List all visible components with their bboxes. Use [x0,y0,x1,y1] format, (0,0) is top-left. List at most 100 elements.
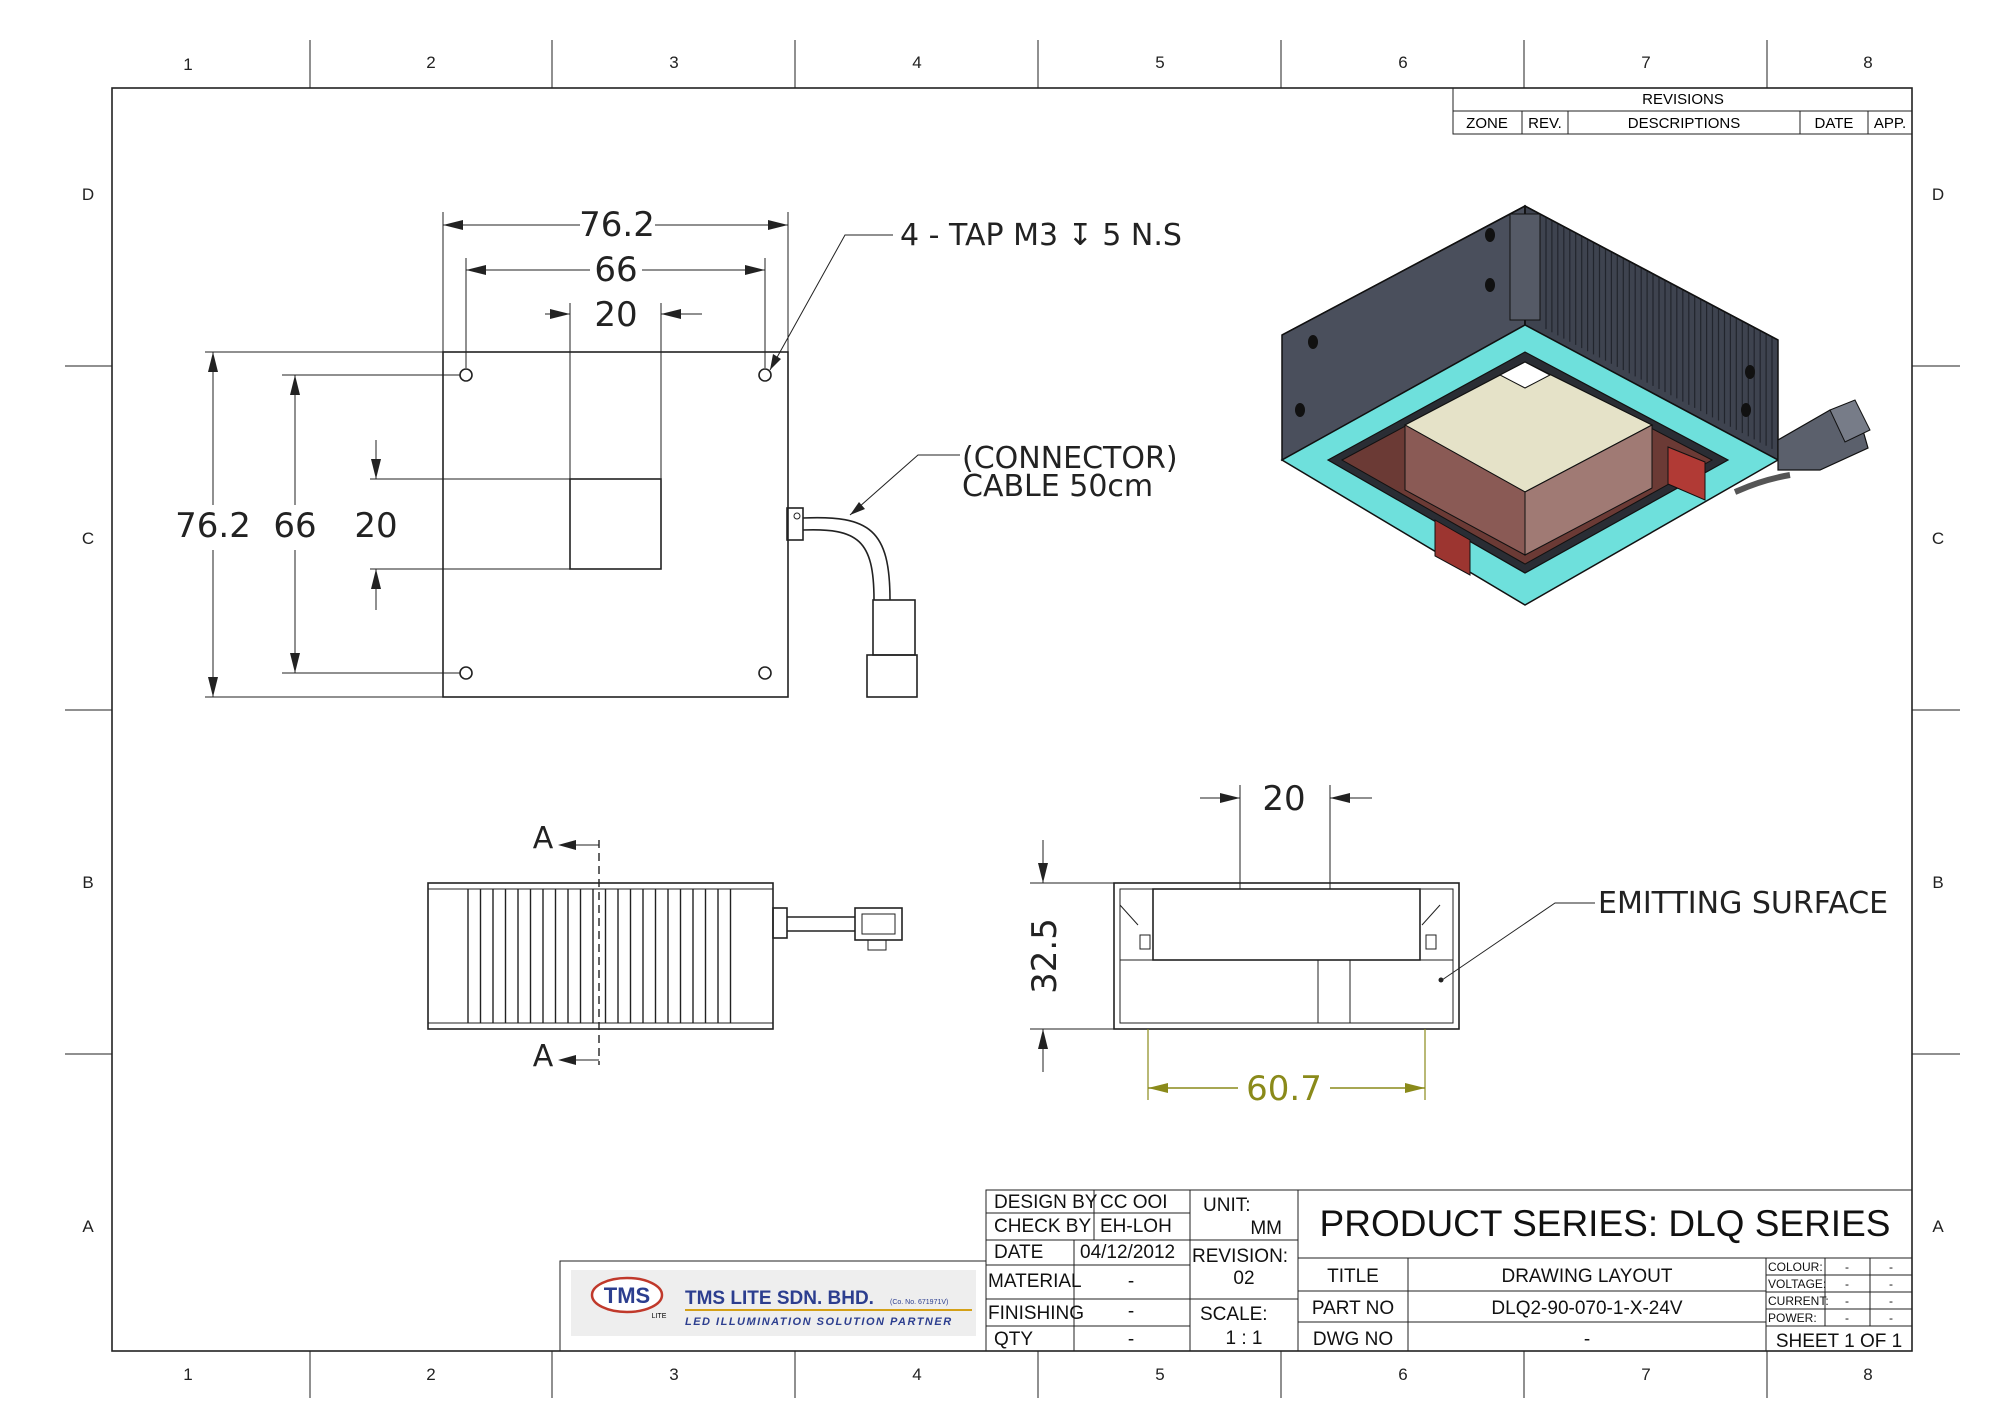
dim-hole-spacing-y: 66 [273,375,317,673]
zone-col-4-top: 4 [912,53,921,72]
company-reg: (Co. No. 671971V) [890,1299,948,1306]
company-logo-text: TMS [604,1283,650,1308]
label-power: POWER: [1768,1311,1817,1325]
zone-col-4-bottom: 4 [912,1365,921,1384]
iso-hole-1 [1308,335,1318,349]
zone-row-d-left: D [82,185,94,204]
isometric-view [1280,204,1871,606]
revisions-header-date: DATE [1815,115,1854,132]
value-date: 04/12/2012 [1080,1242,1175,1263]
dim-overall-width: 76.2 [443,205,788,245]
label-part-no: PART NO [1312,1298,1394,1319]
zone-col-3-top: 3 [669,53,678,72]
dim-section-height: 32.5 [1025,840,1065,1072]
zone-row-b-left: B [82,873,93,892]
zone-row-a-left: A [82,1217,94,1236]
zone-col-2-bottom: 2 [426,1365,435,1384]
revisions-title: REVISIONS [1642,91,1724,108]
side-view-outline [427,882,774,1030]
section-label-bottom: A [533,1039,554,1074]
zone-row-c-right: C [1932,529,1944,548]
sheet-number: SHEET 1 OF 1 [1776,1331,1902,1352]
section-light-box [1152,888,1421,961]
connector-note-line1: (CONNECTOR) [962,441,1178,476]
dim-window-height: 20 [354,440,398,610]
iso-hole-3 [1485,228,1495,242]
label-finishing: FINISHING [988,1303,1084,1324]
dim-label-spacing-y-66: 66 [273,506,316,546]
top-view-outline [442,351,789,698]
dim-label-section-20: 20 [1262,779,1305,819]
tap-note: 4 - TAP M3 ↧ 5 N.S [769,218,1182,371]
revisions-table: REVISIONS ZONE REV. DESCRIPTIONS DATE AP… [1452,87,1913,135]
zone-col-1-bottom: 1 [183,1365,192,1384]
cable-upper [802,516,891,601]
dim-section-inner-width: 60.7 [1148,1069,1425,1109]
zone-row-d-right: D [1932,185,1944,204]
iso-hole-6 [1741,403,1751,417]
dim-hole-spacing-x: 66 [466,250,765,290]
iso-hole-2 [1295,403,1305,417]
mount-hole-top-right [758,368,772,382]
mount-hole-top-left [459,368,473,382]
zone-labels: 1 2 3 4 5 6 7 8 1 2 3 4 5 6 7 8 D C B A … [82,53,1944,1384]
mount-hole-bottom-right [758,666,772,680]
label-voltage: VOLTAGE: [1768,1277,1826,1291]
dim-label-window-height-20: 20 [354,506,397,546]
value-colour-a: - [1845,1260,1849,1274]
label-scale: SCALE: [1200,1304,1268,1325]
zone-row-a-right: A [1932,1217,1944,1236]
emitting-surface-note: EMITTING SURFACE [1438,886,1888,983]
cable-plug-body [872,599,916,656]
value-unit: MM [1250,1218,1282,1239]
label-current: CURRENT: [1768,1294,1829,1308]
title-block: TMS LITE TMS LITE SDN. BHD. (Co. No. 671… [559,1189,1913,1352]
zone-row-c-left: C [82,529,94,548]
zone-col-7-bottom: 7 [1641,1365,1650,1384]
zone-col-6-top: 6 [1398,53,1407,72]
zone-col-5-top: 5 [1155,53,1164,72]
dim-label-spacing-66: 66 [594,250,637,290]
zone-col-8-bottom: 8 [1863,1365,1872,1384]
cable-plug-head [866,654,918,698]
dim-section-window-width: 20 [1200,779,1372,819]
dim-label-width-76-2: 76.2 [579,205,655,245]
value-material: - [1128,1271,1134,1292]
zone-col-8-top: 8 [1863,53,1872,72]
connector-note: (CONNECTOR) CABLE 50cm [849,441,1178,516]
label-dwg-no: DWG NO [1313,1329,1393,1350]
value-design-by: CC OOI [1100,1192,1168,1213]
value-revision: 02 [1233,1268,1254,1289]
value-power-a: - [1845,1311,1849,1325]
value-dwg-no: - [1584,1329,1590,1350]
top-view: 76.2 66 20 76.2 66 [175,205,1182,698]
label-unit: UNIT: [1203,1195,1251,1216]
label-qty: QTY [994,1329,1033,1350]
label-title: TITLE [1327,1266,1379,1287]
dim-label-inner-60-7: 60.7 [1246,1069,1322,1109]
dim-overall-height: 76.2 [175,352,251,697]
company-name: TMS LITE SDN. BHD. [685,1288,874,1309]
iso-hole-5 [1745,365,1755,379]
connector-exit [786,507,804,541]
tap-note-text: 4 - TAP M3 ↧ 5 N.S [900,218,1182,253]
connector-note-line2: CABLE 50cm [962,469,1153,504]
zone-col-1-top: 1 [183,55,192,74]
zone-row-b-right: B [1932,873,1943,892]
iso-hole-4 [1485,278,1495,292]
zone-col-5-bottom: 5 [1155,1365,1164,1384]
dim-label-height-32-5: 32.5 [1025,918,1065,994]
zone-col-7-top: 7 [1641,53,1650,72]
side-view-fins [467,889,732,1023]
zone-col-2-top: 2 [426,53,435,72]
dim-label-window-20: 20 [594,295,637,335]
value-finishing: - [1128,1301,1134,1322]
side-view: A A [427,821,903,1074]
section-connector-cutout [1317,959,1351,1024]
value-part-no: DLQ2-90-070-1-X-24V [1491,1298,1682,1319]
iso-heatsink-fins [1545,217,1773,449]
mount-hole-bottom-left [459,666,473,680]
section-view: 20 32.5 60.7 EMITTING SURFACE [1025,779,1888,1109]
label-material: MATERIAL [988,1271,1082,1292]
